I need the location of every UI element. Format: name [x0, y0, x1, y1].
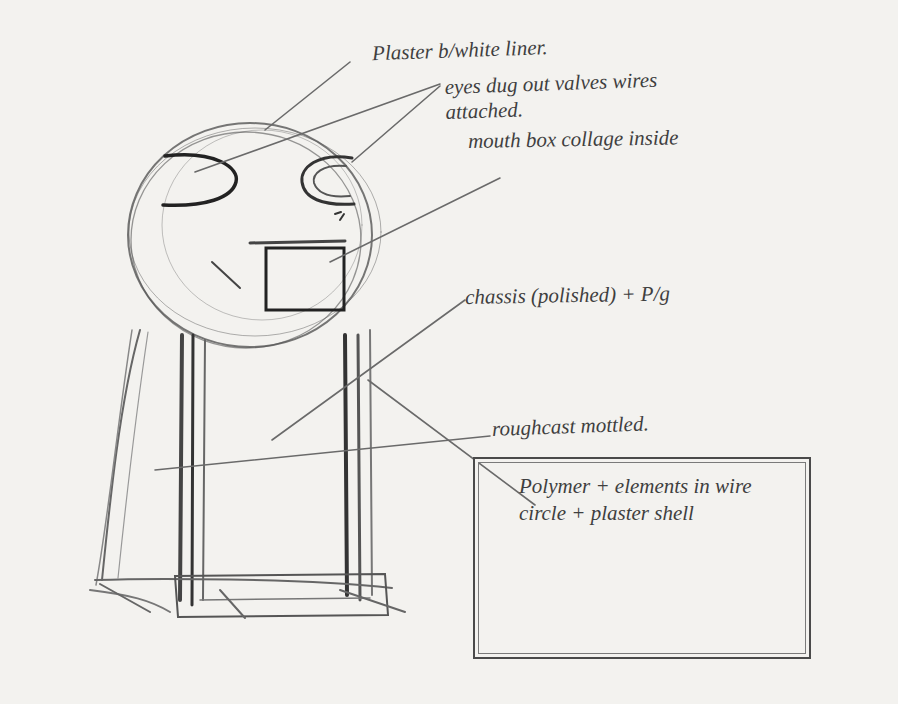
annotation-note: chassis (polished) + P/g — [465, 279, 805, 310]
pencil-figure — [90, 123, 405, 618]
annotation-note: mouth box collage inside — [468, 123, 808, 154]
box-note: Polymer + elements in wire circle + plas… — [475, 459, 809, 527]
annotation-note: roughcast mottled. — [492, 407, 773, 442]
note-box: Polymer + elements in wire circle + plas… — [473, 457, 811, 659]
annotation-note: eyes dug out valves wires attached. — [444, 65, 736, 125]
annotation-note: Plaster b/white liner. — [372, 31, 673, 66]
